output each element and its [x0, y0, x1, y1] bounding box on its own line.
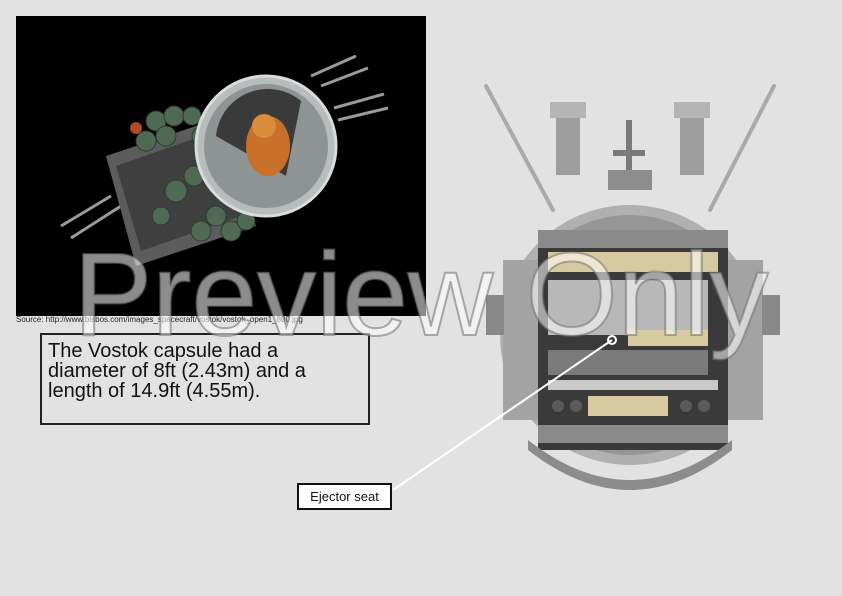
lego-model-render: [478, 80, 798, 520]
image-source-credit: Source: http://www.bisbos.com/images_spa…: [16, 315, 303, 324]
caption-line-3: length of 14.9ft (4.55m).: [48, 380, 261, 402]
caption-box: The Vostok capsule had a diameter of 8ft…: [40, 333, 370, 425]
caption-line-1: The Vostok capsule had a: [48, 340, 279, 362]
vostok-photo: [16, 16, 426, 316]
ejector-seat-label: Ejector seat: [297, 483, 392, 510]
caption-line-2: diameter of 8ft (2.43m) and a: [48, 360, 306, 382]
